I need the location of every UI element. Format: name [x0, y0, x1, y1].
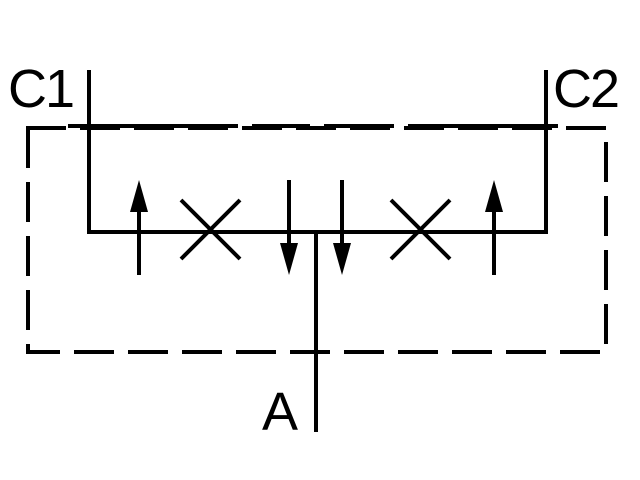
arrow-up-left-icon — [130, 180, 148, 275]
arrow-down-right-icon — [333, 180, 351, 275]
cross-left-icon — [179, 198, 242, 261]
port-label-c1: C1 — [8, 59, 75, 119]
arrow-down-left-icon — [280, 180, 298, 275]
port-label-a: A — [262, 382, 298, 442]
arrow-up-right-icon — [485, 180, 503, 275]
port-label-c2: C2 — [553, 59, 620, 119]
cross-right-icon — [389, 198, 452, 261]
